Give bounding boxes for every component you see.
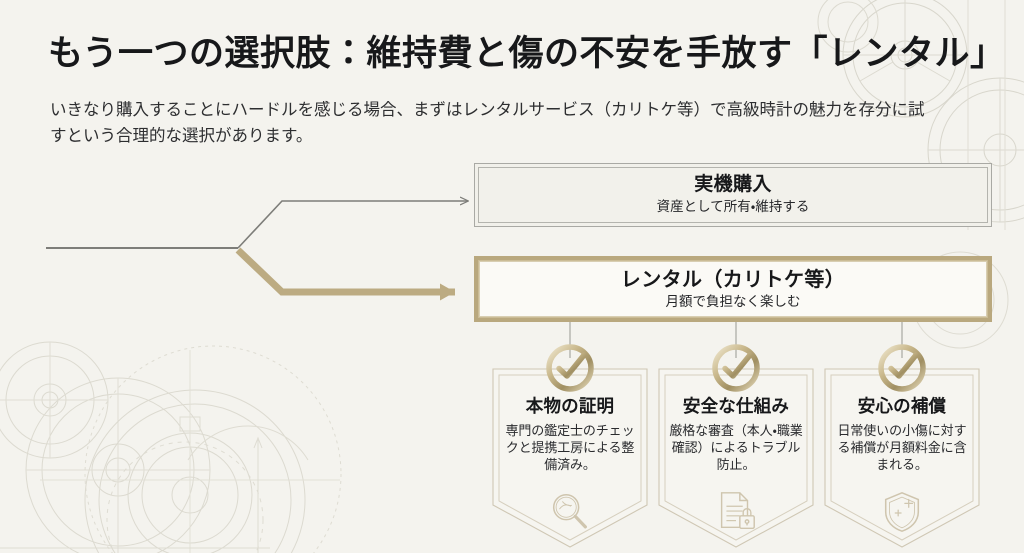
card-shield-shape xyxy=(658,368,814,548)
magnifier-icon xyxy=(552,493,587,529)
card-shield-shape xyxy=(492,368,648,548)
page-subtitle: いきなり購入することにハードルを感じる場合、まずはレンタルサービス（カリトケ等）… xyxy=(50,100,925,146)
check-circle-icon xyxy=(712,344,760,392)
connector-to-rental xyxy=(235,247,455,301)
option-box-rental[interactable]: レンタル（カリトケ等） 月額で負担なく楽しむ xyxy=(474,256,992,322)
benefit-card-body: 厳格な審査（本人・職業確認）によるトラブル防止。 xyxy=(669,424,803,474)
shield-sparkle-icon xyxy=(884,492,920,532)
option-purchase-title: 実機購入 xyxy=(694,173,772,196)
option-box-purchase[interactable]: 実機購入 資産として所有・維持する xyxy=(474,163,992,227)
option-rental-title: レンタル（カリトケ等） xyxy=(620,266,846,291)
connector-to-purchase xyxy=(237,201,468,249)
check-circle-icon xyxy=(878,344,926,392)
option-purchase-subtitle: 資産として所有・維持する xyxy=(656,199,810,216)
benefit-card-content: 安全な仕組み 厳格な審査（本人・職業確認）によるトラブル防止。 xyxy=(657,397,815,474)
benefit-card-title: 安全な仕組み xyxy=(682,397,790,417)
card-shield-shape xyxy=(824,368,980,548)
option-box-purchase-inner: 実機購入 資産として所有・維持する xyxy=(478,167,988,223)
page-title: もう一つの選択肢：維持費と傷の不安を手放す「レンタル」 xyxy=(48,34,1006,74)
benefit-card-body: 日常使いの小傷に対する補償が月額料金に含まれる。 xyxy=(837,424,967,474)
benefit-card[interactable]: 本物の証明 専門の鑑定士のチェックと提携工房による整備済み。 xyxy=(491,344,649,549)
option-rental-subtitle: 月額で負担なく楽しむ xyxy=(665,293,801,310)
check-circle-icon xyxy=(546,344,594,392)
benefit-card-content: 安心の補償 日常使いの小傷に対する補償が月額料金に含まれる。 xyxy=(823,397,981,474)
benefit-card[interactable]: 安全な仕組み 厳格な審査（本人・職業確認）によるトラブル防止。 xyxy=(657,344,815,549)
benefit-card-title: 本物の証明 xyxy=(525,397,615,417)
benefit-card-content: 本物の証明 専門の鑑定士のチェックと提携工房による整備済み。 xyxy=(491,397,649,474)
benefit-card-title: 安心の補償 xyxy=(857,397,947,417)
option-box-rental-inner: レンタル（カリトケ等） 月額で負担なく楽しむ xyxy=(479,261,987,317)
benefit-card[interactable]: 安心の補償 日常使いの小傷に対する補償が月額料金に含まれる。 xyxy=(823,344,981,549)
benefit-card-body: 専門の鑑定士のチェックと提携工房による整備済み。 xyxy=(505,424,635,474)
document-lock-icon xyxy=(720,492,755,530)
